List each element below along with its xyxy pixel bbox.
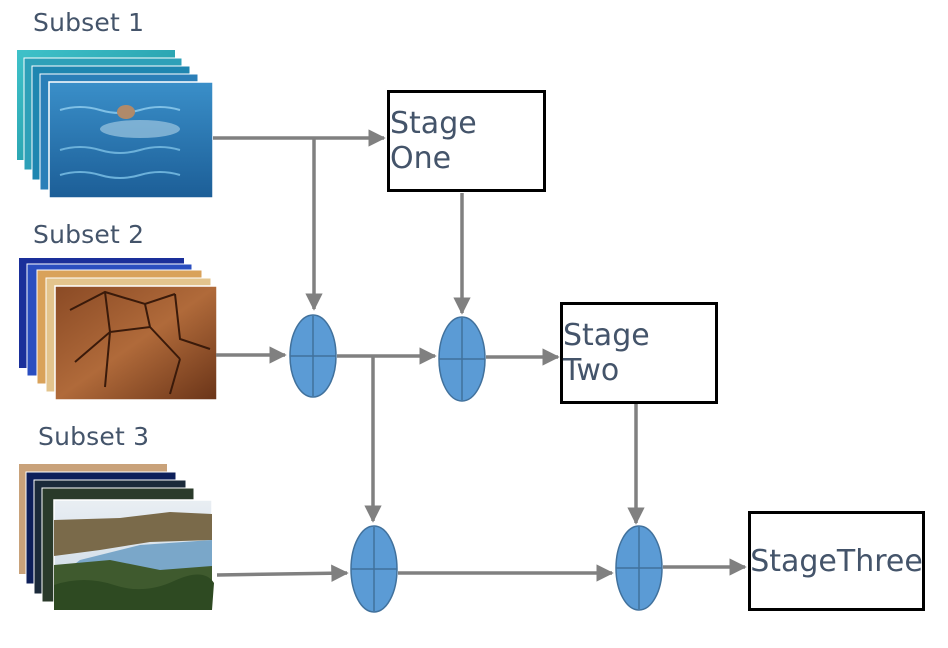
fusion-node-c <box>350 525 398 613</box>
subset-2-thumbnails <box>19 258 218 401</box>
fusion-node-b <box>438 316 486 402</box>
connectors <box>213 129 747 582</box>
subset-1-thumbnails <box>17 50 214 199</box>
fusion-node-a <box>289 314 337 398</box>
stage-two-label: Stage Two <box>563 318 650 388</box>
subset-3-thumbnails <box>19 464 214 611</box>
stage-three-label: StageThree <box>750 543 923 579</box>
subset-1-label: Subset 1 <box>33 8 145 37</box>
stage-one-label: Stage One <box>390 106 477 176</box>
subset-2-label: Subset 2 <box>33 220 145 249</box>
stage-one-box: Stage One <box>387 90 546 192</box>
subset-3-label: Subset 3 <box>38 422 150 451</box>
stage-two-box: Stage Two <box>560 302 718 404</box>
stage-three-box: StageThree <box>748 511 925 611</box>
arrow-subset3-to-node-c <box>216 564 349 582</box>
fusion-node-d <box>615 525 663 611</box>
